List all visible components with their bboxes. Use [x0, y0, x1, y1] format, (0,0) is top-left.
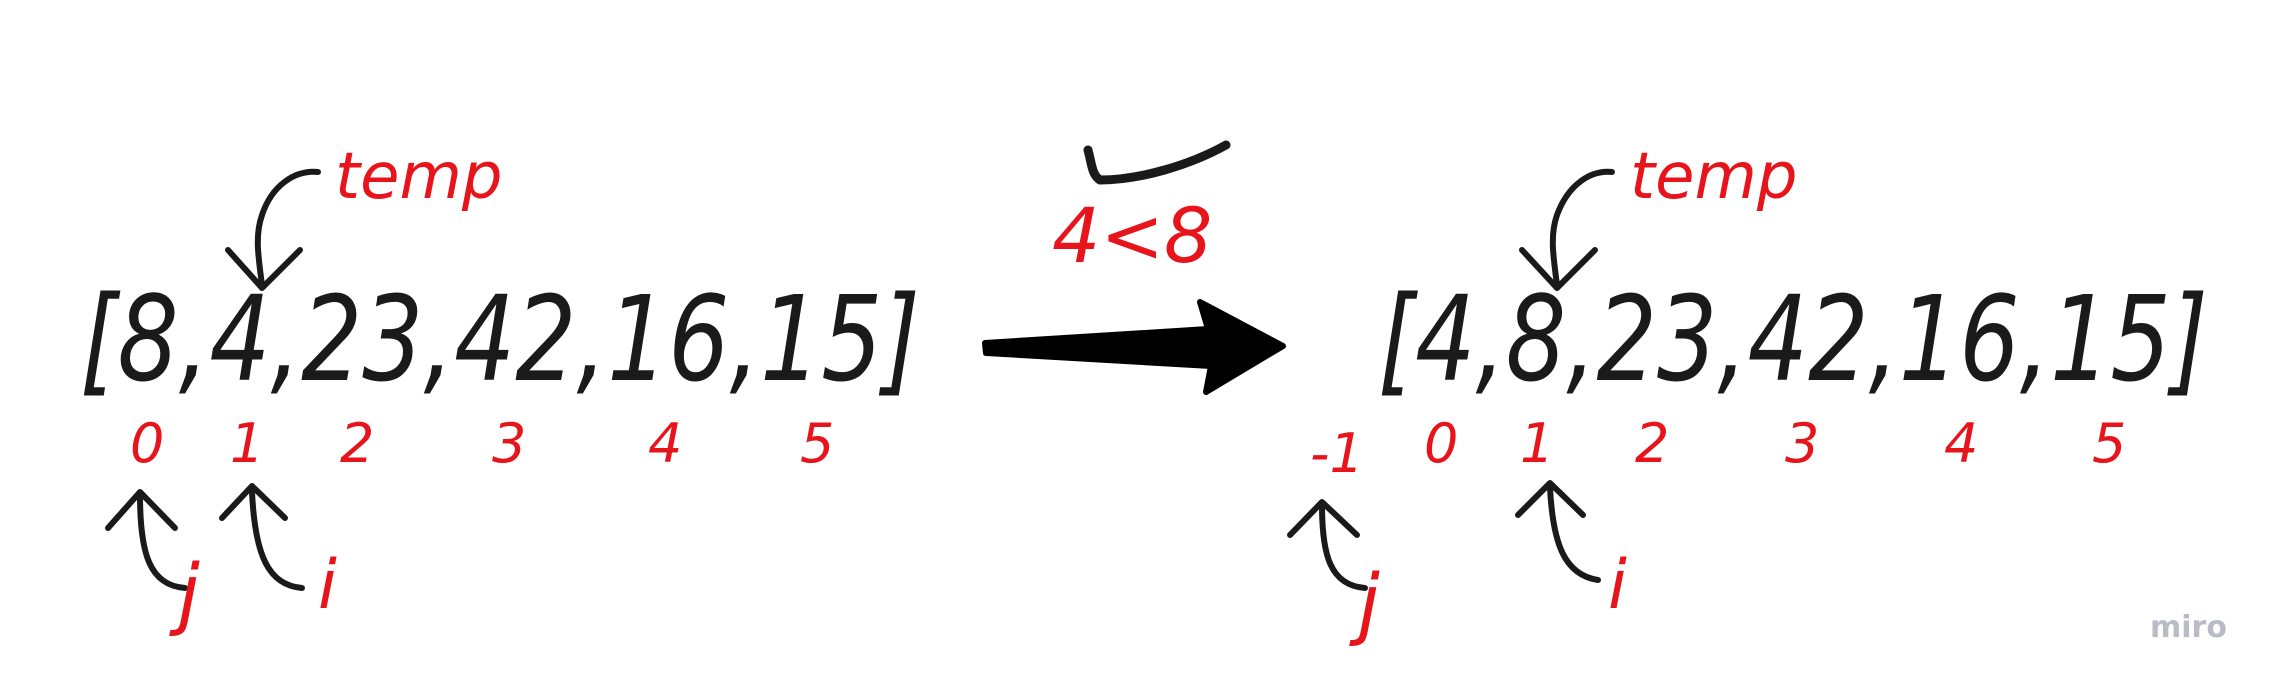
right-i-label: i: [1608, 546, 1627, 625]
right-i-arrowhead: [1515, 480, 1586, 518]
right-array: [4,8,23,42,16,15]: [1378, 270, 2208, 408]
left-j-label: j: [169, 549, 200, 639]
left-i-label: i: [318, 546, 337, 625]
middle-transition: 4<8: [982, 140, 1286, 395]
left-index-2: 2: [340, 412, 374, 475]
right-index-0: 0: [1424, 412, 1458, 475]
left-j-arrow: [137, 492, 188, 591]
comparison-label: 4<8: [1052, 191, 1212, 280]
left-temp-arrow: [254, 168, 321, 288]
right-temp-arrowhead: [1519, 247, 1598, 291]
left-i-arrow: [249, 489, 305, 591]
left-index-labels: 0 1 2 3 4 5: [130, 412, 834, 475]
left-i-arrowhead: [219, 483, 288, 521]
left-index-0: 0: [130, 412, 164, 475]
right-j-label: j: [1349, 559, 1380, 649]
right-index-4: 4: [1944, 412, 1978, 475]
right-index-1: 1: [1520, 412, 1554, 475]
checkmark-icon: [1083, 140, 1231, 185]
right-index-neg1: -1: [1310, 422, 1364, 485]
miro-watermark: miro: [2150, 610, 2227, 645]
left-index-5: 5: [800, 412, 834, 475]
left-state: temp [8,4,23,42,16,15] 0 1 2 3 4 5 j i: [80, 140, 920, 639]
right-index-2: 2: [1635, 412, 1669, 475]
right-temp-arrow: [1549, 168, 1615, 288]
right-arrow-icon: [982, 299, 1286, 395]
right-index-5: 5: [2092, 412, 2126, 475]
left-index-1: 1: [230, 412, 264, 475]
right-temp-label: temp: [1630, 140, 1797, 214]
left-temp-arrowhead: [225, 247, 303, 291]
right-index-3: 3: [1785, 412, 1819, 475]
right-state: temp [4,8,23,42,16,15] -1 0 1 2 3 4 5 j …: [1287, 140, 2208, 649]
left-index-3: 3: [492, 412, 526, 475]
right-j-arrow: [1319, 502, 1368, 591]
left-temp-label: temp: [335, 140, 502, 214]
left-index-4: 4: [648, 412, 682, 475]
left-j-arrowhead: [105, 489, 178, 531]
left-array: [8,4,23,42,16,15]: [80, 270, 920, 408]
right-index-labels: -1 0 1 2 3 4 5: [1310, 412, 2126, 485]
right-i-arrow: [1547, 485, 1601, 583]
right-j-arrowhead: [1287, 499, 1360, 538]
